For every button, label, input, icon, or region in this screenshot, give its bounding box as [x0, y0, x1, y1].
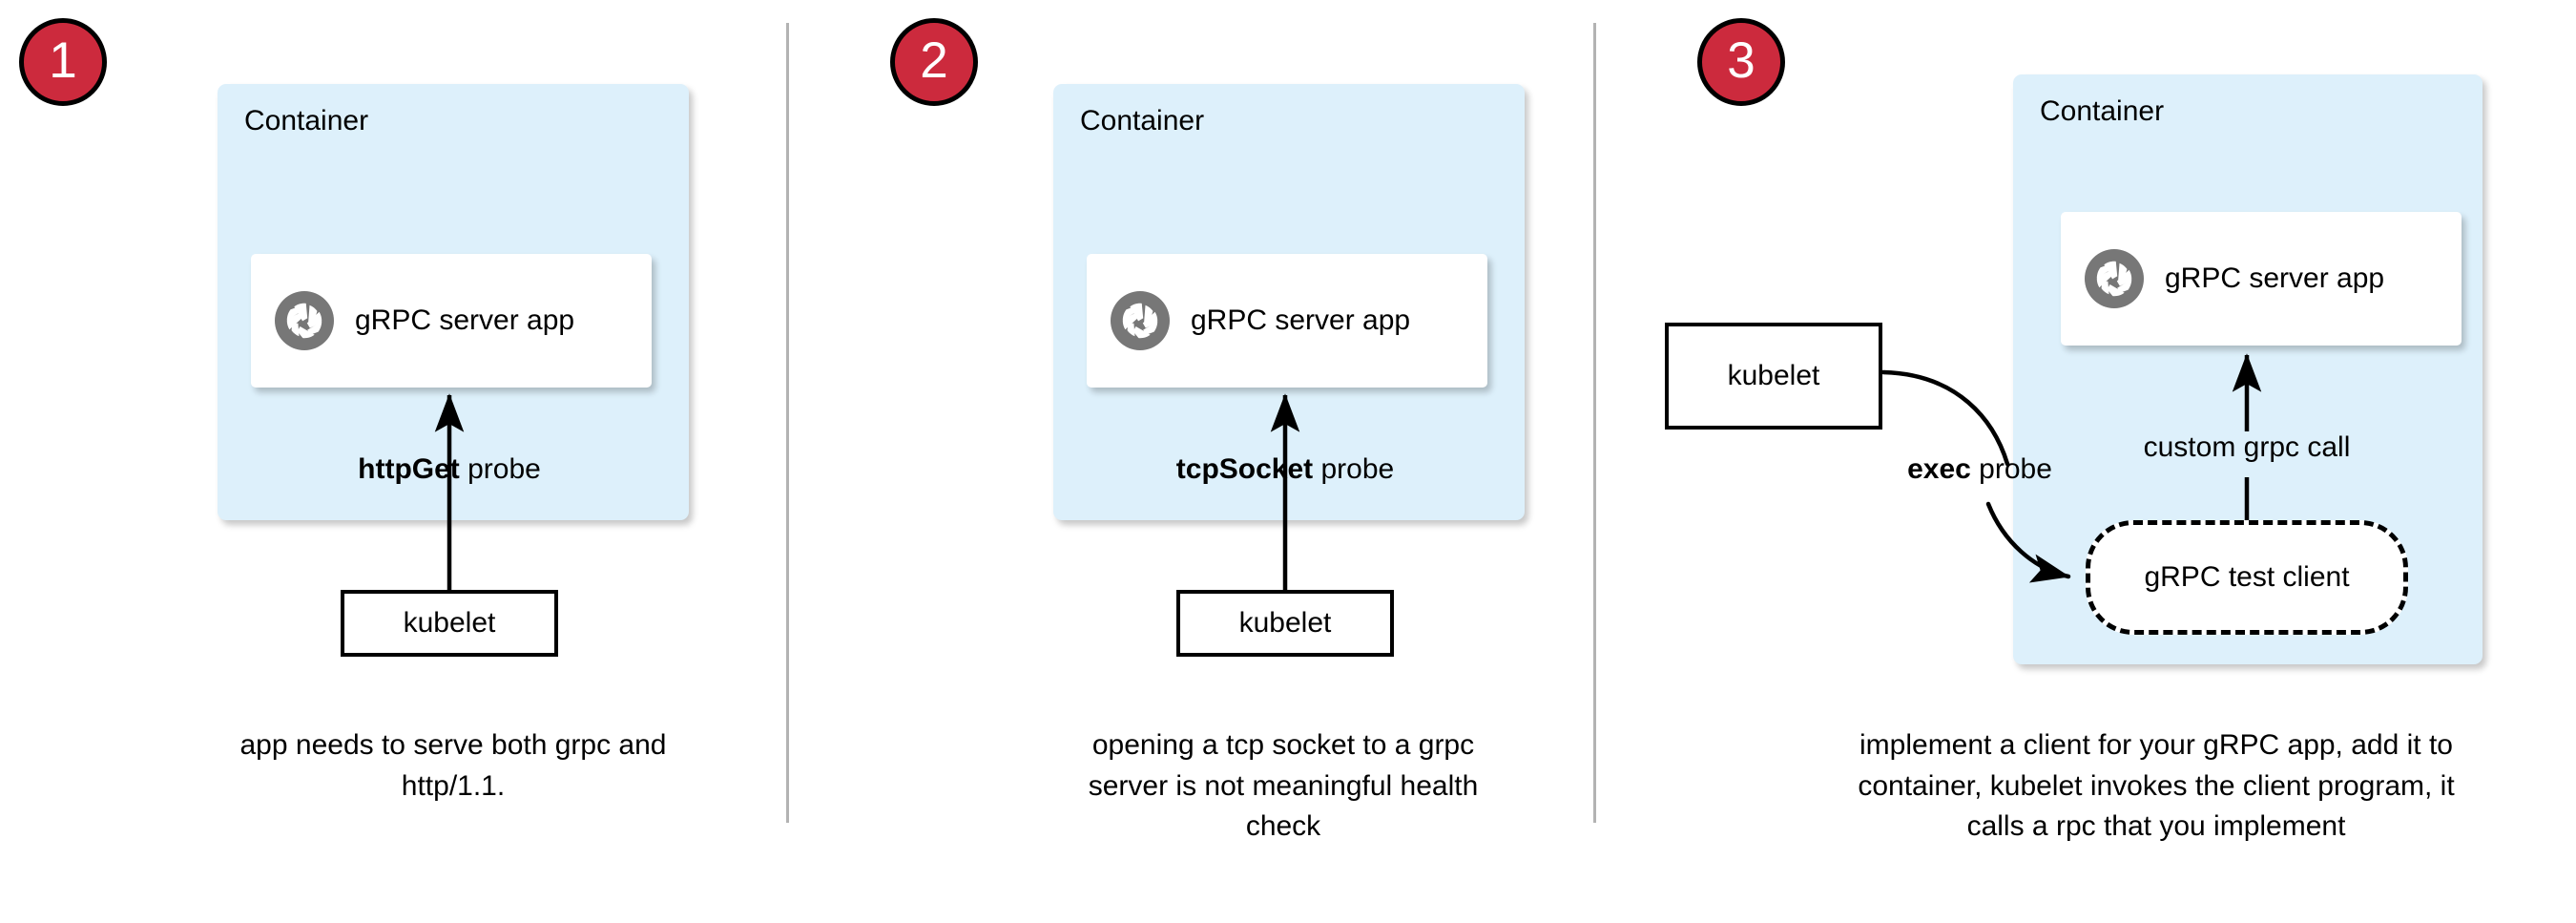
probe-label-keyword: httpGet: [358, 453, 460, 485]
panel-caption-1: app needs to serve both grpc and http/1.…: [239, 729, 667, 802]
kubelet-box-3: kubelet: [1665, 323, 1882, 430]
container-label: Container: [1080, 105, 1205, 136]
probe-label-suffix: probe: [1313, 453, 1395, 485]
app-card-label: gRPC server app: [355, 304, 575, 336]
app-card-label: gRPC server app: [2165, 262, 2385, 294]
probe-label-keyword: exec: [1907, 453, 1971, 485]
step-badge-number: 2: [920, 31, 948, 89]
step-badge-3: 3: [1697, 18, 1785, 106]
probe-label-2: tcpSocket probe: [1094, 453, 1476, 486]
step-badge-2: 2: [890, 18, 978, 106]
grpc-aperture-icon: [275, 291, 334, 350]
panel-caption-2: opening a tcp socket to a grpc server is…: [1088, 729, 1479, 843]
probe-label-suffix: probe: [1970, 453, 2052, 485]
app-card-2: gRPC server app: [1087, 254, 1487, 388]
container-label: Container: [244, 105, 369, 136]
custom-grpc-call-label: custom grpc call: [2143, 431, 2351, 463]
probe-label-suffix: probe: [459, 453, 541, 485]
probe-label-keyword: tcpSocket: [1175, 453, 1314, 485]
grpc-aperture-icon: [2085, 249, 2144, 308]
kubelet-label: kubelet: [1238, 607, 1332, 639]
kubelet-box-2: kubelet: [1176, 590, 1394, 657]
container-label: Container: [2040, 95, 2165, 127]
exec-probe-label: exec probe: [1846, 453, 2113, 486]
app-card-label: gRPC server app: [1191, 304, 1411, 336]
panel-divider-1: [786, 23, 789, 823]
kubelet-label: kubelet: [403, 607, 496, 639]
step-badge-number: 3: [1727, 31, 1755, 89]
panel-divider-2: [1593, 23, 1596, 823]
grpc-test-client-box: gRPC test client: [2086, 520, 2408, 635]
kubelet-label: kubelet: [1727, 360, 1820, 391]
probe-label-1: httpGet probe: [259, 453, 640, 486]
grpc-test-client-label: gRPC test client: [2144, 561, 2350, 593]
app-card-3: gRPC server app: [2061, 212, 2462, 346]
app-card-1: gRPC server app: [251, 254, 652, 388]
grpc-aperture-icon: [1111, 291, 1170, 350]
step-badge-1: 1: [19, 18, 107, 106]
panel-caption-3: implement a client for your gRPC app, ad…: [1858, 729, 2455, 843]
step-badge-number: 1: [49, 31, 77, 89]
kubelet-box-1: kubelet: [341, 590, 558, 657]
